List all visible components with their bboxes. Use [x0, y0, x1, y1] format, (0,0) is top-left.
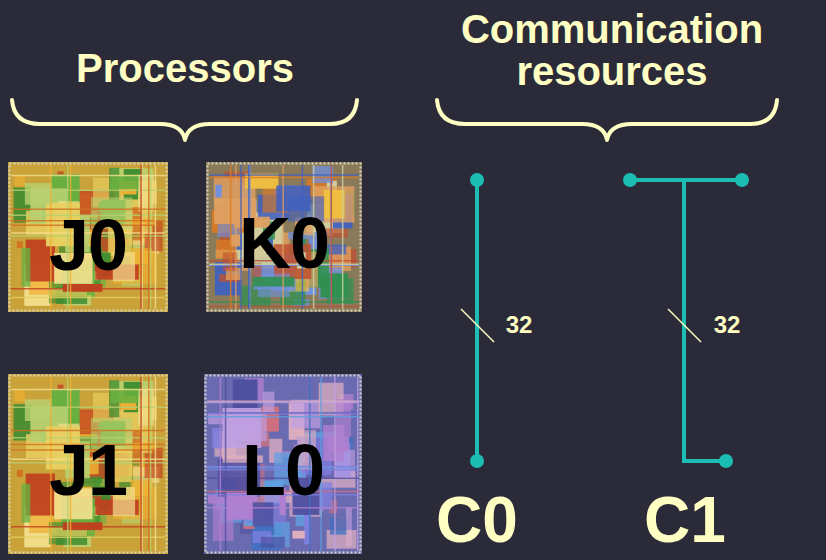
chip-block [17, 470, 23, 477]
chip-block [25, 399, 52, 421]
chip-trace [209, 177, 359, 179]
chip-pads [10, 164, 167, 311]
processor-name: K0 [239, 207, 329, 279]
chip-trace [331, 165, 333, 309]
chip-trace [207, 413, 359, 415]
chip-trace [141, 377, 143, 551]
bus-terminal [719, 454, 733, 468]
chip-trace [150, 165, 152, 309]
chip-trace [330, 165, 332, 309]
chip-die [204, 374, 362, 554]
bus-terminal [735, 173, 749, 187]
chip-trace [155, 165, 157, 309]
processor-chip: L0 [204, 374, 362, 554]
chip-trace [235, 165, 237, 309]
chip-trace [150, 377, 152, 551]
chip-trace [11, 297, 165, 299]
bus-terminal [623, 173, 637, 187]
chip-trace [140, 377, 142, 551]
bus-width-slash [461, 309, 494, 342]
bus-width: 32 [702, 311, 752, 339]
chip-trace [11, 389, 165, 391]
processor-name: L0 [242, 434, 324, 506]
chip-trace [209, 306, 359, 308]
bus-name: C1 [615, 486, 755, 554]
chip-trace [140, 165, 142, 309]
processor-chip: J1 [8, 374, 168, 554]
bus-width: 32 [494, 311, 544, 339]
chip-block [261, 537, 285, 548]
chip-trace [11, 175, 165, 177]
chip-trace [11, 537, 165, 539]
chip-trace [342, 165, 344, 309]
bus-terminal [470, 173, 484, 187]
processor-chip: K0 [206, 162, 362, 312]
chip-block [215, 185, 221, 198]
chip-block [110, 175, 139, 189]
chip-trace [11, 430, 165, 432]
chip-block [336, 399, 351, 436]
chip-pads [206, 376, 361, 553]
chip-die [206, 162, 362, 312]
bus-terminal [470, 454, 484, 468]
chip-block [17, 241, 23, 248]
chip-trace [155, 377, 157, 551]
chip-die [8, 374, 168, 554]
bus-name: C0 [407, 486, 547, 554]
chip-trace [209, 174, 359, 176]
chip-die [8, 162, 168, 312]
chip-trace [230, 165, 232, 309]
chip-trace [148, 377, 150, 551]
chip-block [330, 518, 346, 535]
chip-trace [11, 526, 165, 528]
chip-trace [207, 412, 359, 414]
chip-pads [208, 164, 361, 311]
chip-block [14, 390, 25, 402]
section-heading: Communication resources [412, 8, 812, 92]
chip-block [63, 284, 103, 292]
bus-wire [475, 180, 479, 461]
chip-block [292, 531, 304, 539]
chip-block [328, 436, 349, 451]
chip-pads [10, 376, 167, 553]
chip-block [25, 183, 52, 205]
chip-block [14, 175, 25, 187]
chip-trace [207, 401, 359, 403]
processor-name: J0 [49, 209, 127, 281]
chip-trace [11, 288, 165, 290]
chip-block [22, 484, 31, 523]
chip-block [22, 248, 31, 287]
curly-brace [12, 100, 357, 140]
processor-chip: J0 [8, 162, 168, 312]
chip-trace [209, 301, 359, 303]
chip-block [110, 389, 139, 403]
processor-name: J1 [49, 434, 127, 506]
chip-trace [207, 416, 359, 418]
chip-trace [207, 402, 359, 404]
chip-trace [148, 165, 150, 309]
bus-width-slash [668, 309, 701, 342]
chip-trace [207, 507, 359, 509]
section-heading: Processors [5, 46, 365, 90]
chip-trace [141, 165, 143, 309]
curly-brace [437, 100, 777, 140]
